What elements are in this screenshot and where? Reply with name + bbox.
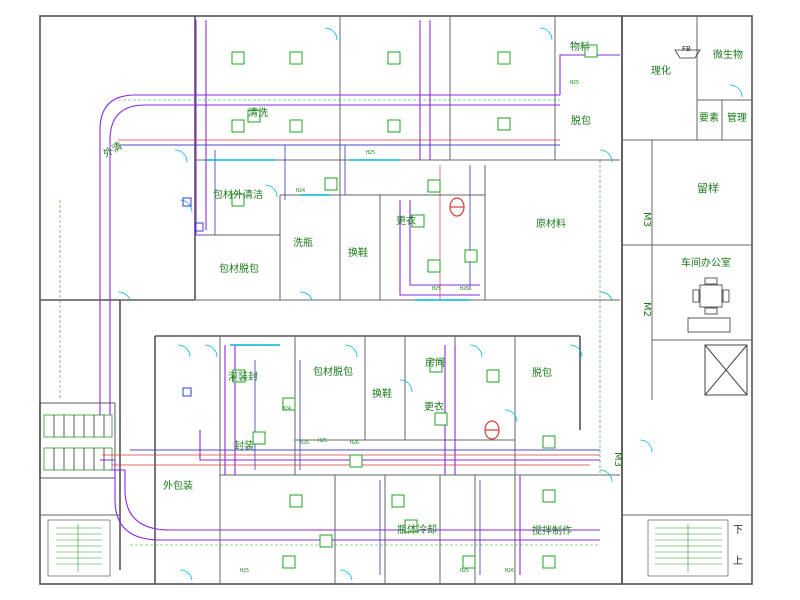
elevator-shaft xyxy=(704,344,748,396)
room-label-tuobao-2: 脱包 xyxy=(532,368,552,379)
room-label-baocai-tuobao-2: 包材脱包 xyxy=(313,367,353,378)
stairs-left xyxy=(47,519,111,577)
room-label-chejian-office: 车间办公室 xyxy=(681,258,731,269)
green-dashed-mains xyxy=(59,99,601,546)
air-diffusers xyxy=(231,44,598,569)
duct-tag: H25 xyxy=(570,80,580,86)
return-ducts xyxy=(120,144,600,575)
duct-tag: H25 xyxy=(432,286,442,292)
supply-ducts xyxy=(99,20,620,575)
stairs-right xyxy=(647,519,729,577)
building-walls xyxy=(39,15,753,585)
cyan-wall-segments xyxy=(206,159,470,346)
marker-fb: FB xyxy=(682,45,691,53)
red-pipes xyxy=(102,139,600,466)
duct-tag: H26 xyxy=(300,440,310,446)
door-swings xyxy=(117,27,743,581)
room-label-tiaopei: 灌装封 xyxy=(228,372,258,383)
room-label-baocai-tuobao: 包材脱包 xyxy=(219,264,259,275)
fb-symbol xyxy=(674,49,701,59)
room-label-qingxi: 清洗 xyxy=(248,108,268,119)
marker-m3-top: M3 xyxy=(641,212,652,227)
room-label-qingjie: 洗瓶 xyxy=(293,238,313,249)
room-label-baocai-wai-qingjie: 包材外清洁 xyxy=(213,190,263,201)
stairs-down-label: 下 xyxy=(733,525,743,536)
duct-tag: H26 xyxy=(350,440,360,446)
room-label-huanxie-2: 换鞋 xyxy=(372,389,392,400)
duct-tag: H25 xyxy=(318,438,328,444)
stairs-up-label: 上 xyxy=(733,556,743,567)
room-label-tuobao: 脱包 xyxy=(571,116,591,127)
room-label-weishengwu: 微生物 xyxy=(713,50,743,61)
duct-tag: H24 xyxy=(296,188,306,194)
columns xyxy=(182,197,204,397)
room-label-gengyi: 更衣 xyxy=(396,216,416,227)
room-label-lihua: 理化 xyxy=(651,66,671,77)
room-label-wumu: 物料 xyxy=(570,42,590,53)
duct-tag: H26 xyxy=(460,286,470,292)
room-label-guanxing: 管理 xyxy=(727,113,747,124)
room-label-yuancailiao: 原材料 xyxy=(536,219,566,230)
room-label-fangjian: 房间 xyxy=(425,358,445,369)
room-label-fengzhuang: 封装 xyxy=(234,441,254,452)
room-label-gengyi-2: 更衣 xyxy=(424,402,444,413)
marker-m3-bottom: M3 xyxy=(612,452,623,467)
room-label-liuyang: 留样 xyxy=(697,182,719,195)
duct-tag: H25 xyxy=(240,568,250,574)
duct-tag: H25 xyxy=(460,568,470,574)
duct-tag: H24 xyxy=(282,406,292,412)
fire-dampers xyxy=(449,197,500,440)
room-label-pingti-lengque: 瓶体冷却 xyxy=(397,525,437,536)
office-furniture xyxy=(687,277,731,333)
room-label-jiaoban-zhizuo: 搅拌制作 xyxy=(532,526,572,537)
room-label-yaosu: 要素 xyxy=(699,113,719,124)
air-handling-unit xyxy=(39,402,116,479)
marker-m2: M2 xyxy=(641,302,652,317)
room-label-huanxie: 换鞋 xyxy=(348,248,368,259)
duct-tag: H25 xyxy=(366,150,376,156)
duct-tag: H26 xyxy=(505,568,515,574)
room-label-waibao: 外包装 xyxy=(163,481,193,492)
